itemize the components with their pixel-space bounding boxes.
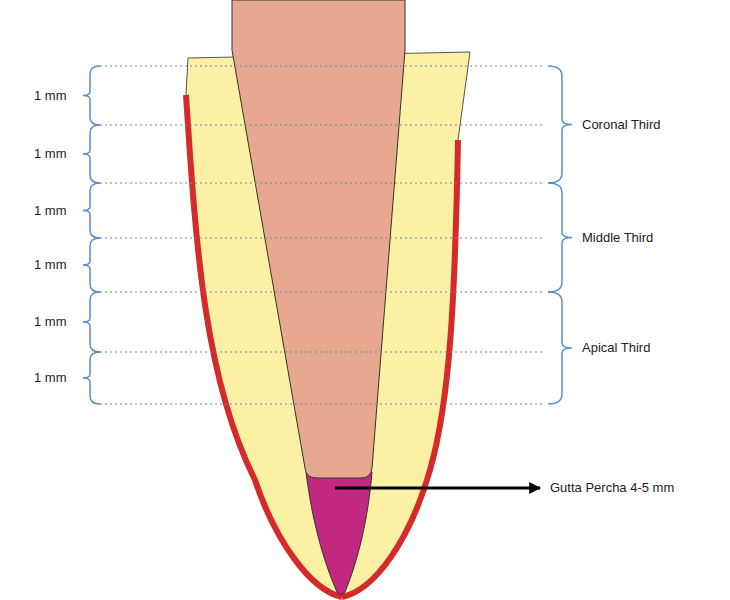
gutta-percha — [306, 472, 372, 595]
dimension-label: 1 mm — [34, 370, 67, 386]
dimension-label: 1 mm — [34, 314, 67, 330]
material-label: Gutta Percha 4-5 mm — [550, 480, 674, 496]
mm-braces — [83, 66, 100, 404]
dimension-label: 1 mm — [34, 203, 67, 219]
dimension-label: 1 mm — [34, 88, 67, 104]
region-label: Middle Third — [582, 230, 653, 246]
post-space — [232, 0, 405, 478]
region-label: Apical Third — [582, 340, 650, 356]
level-lines — [100, 66, 545, 404]
pointer-arrow — [335, 487, 540, 490]
dimension-label: 1 mm — [34, 146, 67, 162]
region-label: Coronal Third — [582, 117, 661, 133]
third-braces — [548, 66, 572, 404]
dimension-label: 1 mm — [34, 257, 67, 273]
